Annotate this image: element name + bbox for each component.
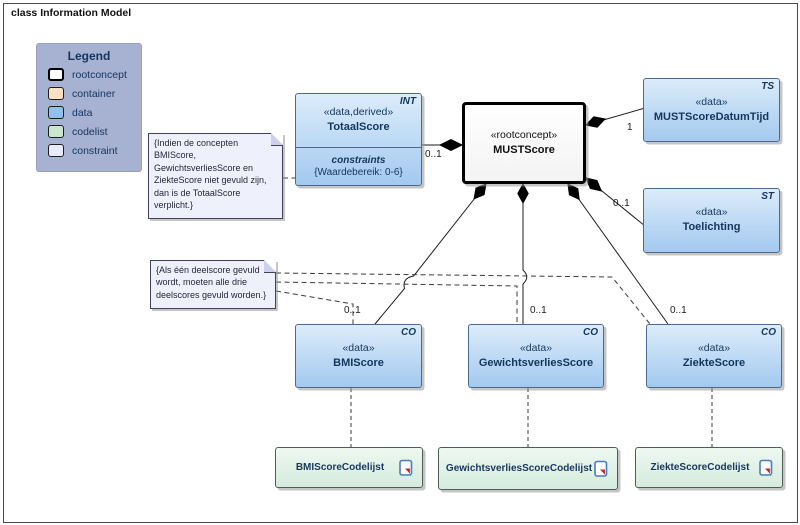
document-icon — [594, 460, 608, 477]
document-icon — [399, 459, 413, 476]
diagram-frame — [3, 3, 798, 523]
datatype-tag: TS — [761, 81, 774, 92]
container-swatch — [48, 87, 64, 100]
composition-diamond — [438, 138, 464, 152]
legend-item-constraint: constraint — [48, 143, 141, 158]
codelist-name: BMIScoreCodelijst — [295, 462, 385, 473]
composition-diamond — [585, 177, 603, 192]
multiplicity-label: 0..1 — [613, 198, 630, 209]
stereotype: «data» — [697, 341, 731, 354]
stereotype: «data» — [695, 95, 728, 108]
datatype-tag: INT — [399, 96, 416, 107]
notelink-bmiscore — [275, 290, 354, 324]
class-bmiscore[interactable]: CO «data» BMIScore — [295, 324, 422, 388]
stereotype: «data» — [519, 341, 553, 354]
constraints-compartment: constraints {Waardebereik: 0-6} — [296, 147, 421, 185]
legend-item-label: data — [72, 106, 93, 119]
datatype-tag: CO — [583, 327, 598, 338]
class-name: ZiekteScore — [682, 356, 746, 369]
legend-item-rootconcept: rootconcept — [48, 67, 141, 82]
class-gewichtsverliesscore[interactable]: CO «data» GewichtsverliesScore — [468, 324, 604, 388]
class-ziektescore[interactable]: CO «data» ZiekteScore — [646, 324, 782, 388]
codelist-name: GewichtsverliesScoreCodelijst — [445, 463, 593, 474]
rootconcept-swatch — [48, 68, 64, 81]
stereotype: «data,derived» — [323, 106, 394, 119]
constraint-note-totaalscore[interactable]: {Indien de concepten BMIScore, Gewichtsv… — [148, 133, 283, 219]
codelist-ziektescorecodelijst[interactable]: ZiekteScoreCodelijst — [635, 447, 783, 488]
datatype-tag: CO — [401, 327, 416, 338]
multiplicity-label: 0..1 — [425, 149, 442, 160]
codelist-swatch — [48, 125, 64, 138]
multiplicity-label: 1 — [627, 122, 633, 133]
codelist-name: ZiekteScoreCodelijst — [650, 462, 750, 473]
legend-item-container: container — [48, 86, 141, 101]
class-mustscore[interactable]: «rootconcept» MUSTScore — [462, 102, 586, 184]
document-icon — [759, 459, 773, 476]
composition-mustscore-bmiscore — [374, 183, 487, 325]
class-name: TotaalScore — [327, 121, 390, 134]
composition-diamond — [473, 183, 487, 200]
stereotype: «rootconcept» — [490, 128, 558, 141]
legend: Legend rootconcept container data codeli… — [36, 43, 142, 172]
legend-item-data: data — [48, 105, 141, 120]
class-name: Toelichting — [682, 221, 741, 234]
constraint-note-deelscores[interactable]: {Als één deelscore gevuld wordt, moeten … — [150, 260, 276, 309]
constraints-value: {Waardebereik: 0-6} — [314, 167, 403, 178]
composition-mustscore-gewichtsverliesscore — [522, 184, 528, 324]
legend-item-label: constraint — [72, 144, 118, 157]
constraints-label: constraints — [331, 155, 386, 166]
legend-title: Legend — [67, 49, 111, 63]
composition-diamond — [567, 183, 580, 201]
legend-item-label: codelist — [72, 125, 108, 138]
datatype-tag: ST — [761, 191, 774, 202]
data-swatch — [48, 106, 64, 119]
class-name: BMIScore — [333, 356, 384, 369]
legend-item-label: rootconcept — [72, 68, 127, 81]
legend-item-codelist: codelist — [48, 124, 141, 139]
multiplicity-label: 0..1 — [530, 305, 547, 316]
notelink-ziektescore — [275, 272, 651, 325]
multiplicity-label: 0..1 — [670, 305, 687, 316]
stereotype: «data» — [342, 341, 375, 354]
class-toelichting[interactable]: ST «data» Toelichting — [643, 188, 780, 253]
constraint-swatch — [48, 144, 64, 157]
class-name: MUSTScoreDatumTijd — [653, 110, 770, 123]
class-totaalscore[interactable]: INT «data,derived» TotaalScore constrain… — [295, 93, 422, 186]
legend-item-label: container — [72, 87, 116, 100]
class-name: MUSTScore — [493, 143, 555, 156]
composition-diamond — [517, 182, 529, 205]
composition-diamond — [585, 116, 606, 128]
class-mustscoredatumtijd[interactable]: TS «data» MUSTScoreDatumTijd — [643, 78, 780, 142]
diagram-title-tab: class Information Model — [4, 4, 153, 23]
composition-mustscore-ziektescore — [567, 183, 669, 325]
multiplicity-label: 0..1 — [344, 305, 361, 316]
notelink-gewichtsverliesscore — [275, 281, 518, 324]
stereotype: «data» — [695, 206, 728, 219]
class-name: GewichtsverliesScore — [478, 356, 594, 369]
datatype-tag: CO — [761, 327, 776, 338]
codelist-bmiscorecodelijst[interactable]: BMIScoreCodelijst — [275, 447, 423, 488]
codelist-gewichtsverliesscorecodelijst[interactable]: GewichtsverliesScoreCodelijst — [438, 447, 618, 490]
